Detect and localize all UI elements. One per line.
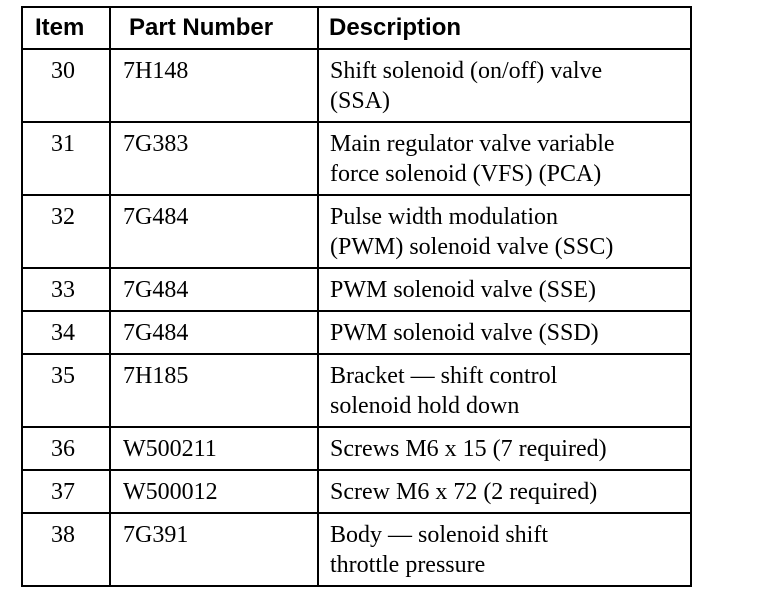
part-number-cell: 7G484 [109,310,319,355]
description-line: Shift solenoid (on/off) valve [330,58,603,84]
item-cell: 31 [21,121,111,196]
part-number-cell: 7G484 [109,194,319,269]
header-item: Item [21,6,111,50]
description-line: Body — solenoid shift [330,522,549,548]
description-cell: PWM solenoid valve (SSD) [317,310,692,355]
part-number-cell: 7G383 [109,121,319,196]
description-cell: Main regulator valve variable force solen… [317,121,692,196]
description-cell: Pulse width modulation (PWM) solenoid val… [317,194,692,269]
item-cell: 33 [21,267,111,312]
description-line: PWM solenoid valve (SSD) [330,320,599,346]
description-cell: Screw M6 x 72 (2 required) [317,469,692,514]
description-cell: Screws M6 x 15 (7 required) [317,426,692,471]
header-description: Description [317,6,692,50]
item-cell: 38 [21,512,111,587]
description-cell: Shift solenoid (on/off) valve (SSA) [317,48,692,123]
header-part-number: Part Number [109,6,319,50]
item-cell: 32 [21,194,111,269]
description-line: Main regulator valve variable [330,131,615,157]
description-line: Screw M6 x 72 (2 required) [330,479,598,505]
part-number-cell: 7H185 [109,353,319,428]
part-number-cell: W500012 [109,469,319,514]
description-line: Screws M6 x 15 (7 required) [330,436,607,462]
part-number-cell: 7G484 [109,267,319,312]
description-line: (PWM) solenoid valve (SSC) [330,234,614,260]
description-line: Bracket — shift control [330,363,558,389]
description-line: force solenoid (VFS) (PCA) [330,161,602,187]
description-cell: PWM solenoid valve (SSE) [317,267,692,312]
part-number-cell: W500211 [109,426,319,471]
item-cell: 37 [21,469,111,514]
part-number-cell: 7H148 [109,48,319,123]
description-line: Pulse width modulation [330,204,558,230]
item-cell: 36 [21,426,111,471]
description-line: PWM solenoid valve (SSE) [330,277,596,303]
part-number-cell: 7G391 [109,512,319,587]
table-header-row: Item Part Number Description [21,6,692,50]
description-line: throttle pressure [330,552,486,578]
item-cell: 35 [21,353,111,428]
item-cell: 30 [21,48,111,123]
description-cell: Bracket — shift control solenoid hold dow… [317,353,692,428]
description-line: solenoid hold down [330,393,520,419]
item-cell: 34 [21,310,111,355]
description-line: (SSA) [330,88,391,114]
description-cell: Body — solenoid shift throttle pressure [317,512,692,587]
